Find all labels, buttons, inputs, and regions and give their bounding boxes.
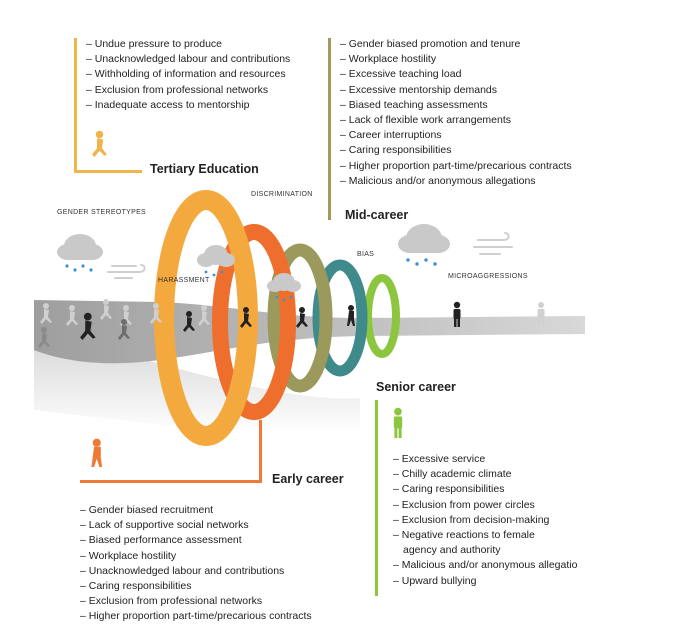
walker-icon [91, 438, 103, 467]
list-item: – Lack of flexible work arrangements [340, 114, 511, 127]
runner-icon [118, 319, 130, 340]
runner-icon [198, 305, 210, 326]
standing-person-icon [393, 407, 403, 438]
list-item: – Unacknowledged labour and contribution… [86, 53, 291, 66]
list-item: – Inadequate access to mentorship [86, 98, 250, 111]
runner-icon [80, 312, 96, 340]
list-item: – Negative reactions to female [393, 529, 535, 542]
label-discrimination: DISCRIMINATION [251, 191, 313, 198]
runner-icon [296, 307, 308, 328]
list-item: – Gender biased recruitment [80, 504, 214, 516]
pipeline-road [34, 300, 585, 364]
list-item: – Workplace hostility [340, 53, 437, 66]
standing-person-icon [453, 301, 461, 327]
list-item: – Unacknowledged labour and contribution… [80, 564, 285, 577]
ring-olive [267, 243, 333, 393]
runner-icon [183, 311, 195, 332]
list-item: – Upward bullying [393, 574, 477, 587]
tertiary-issues-list: – Undue pressure to produce – Unacknowle… [86, 37, 290, 113]
list-item: – Withholding of information and resourc… [86, 68, 286, 81]
cloud-rain-icon [398, 224, 450, 266]
list-item: – Exclusion from professional networks [80, 595, 263, 608]
list-item: – Malicious and/or anonymous allegations [340, 174, 536, 187]
list-item: – Malicious and/or anonymous allegatio [393, 559, 578, 572]
list-item: – Biased performance assessment [80, 534, 242, 547]
standing-person-icon [537, 302, 545, 326]
runner-icon [92, 130, 107, 157]
runner-group-background [40, 299, 162, 326]
list-item: – Biased teaching assessments [340, 98, 488, 111]
ring-teal [312, 259, 368, 377]
ring-green [364, 274, 400, 358]
list-item: – Excessive mentorship demands [340, 83, 497, 96]
cloud-rain-icon [197, 245, 235, 277]
label-bias: BIAS [357, 251, 375, 258]
early-career-bracket-vertical [259, 420, 262, 482]
mid-career-title: Mid-career [345, 208, 409, 222]
senior-career-title: Senior career [376, 380, 456, 394]
label-microaggressions: MICROAGGRESSIONS [448, 273, 528, 280]
mid-career-issues-list: – Gender biased promotion and tenure – W… [340, 37, 572, 189]
list-item: – Caring responsibilities [393, 483, 505, 496]
list-item: – Gender biased promotion and tenure [340, 38, 521, 50]
list-item: – Exclusion from professional networks [86, 83, 269, 96]
runner-icon [240, 307, 252, 328]
list-item: – Lack of supportive social networks [80, 519, 249, 532]
list-item: – Excessive teaching load [340, 68, 462, 81]
senior-career-bracket [375, 400, 378, 596]
early-career-title: Early career [272, 472, 344, 486]
label-gender-stereotypes: GENDER STEREOTYPES [57, 209, 147, 216]
runner-icon [38, 327, 50, 348]
senior-career-issues-list: – Excessive service – Chilly academic cl… [393, 452, 585, 589]
ring-orange [212, 224, 296, 420]
early-career-bracket-horizontal [80, 480, 262, 483]
mid-career-bracket [328, 38, 331, 220]
list-item: – Excessive service [393, 453, 486, 465]
early-career-issues-list: – Gender biased recruitment – Lack of su… [80, 503, 312, 625]
tertiary-bracket-vertical [74, 38, 77, 172]
list-item: – Career interruptions [340, 129, 442, 142]
tertiary-bracket-horizontal [74, 170, 142, 173]
list-item: agency and authority [403, 544, 501, 557]
list-item: – Workplace hostility [80, 549, 177, 562]
wind-icon [473, 232, 513, 255]
list-item: – Exclusion from power circles [393, 498, 535, 511]
list-item: – Caring responsibilities [340, 144, 452, 157]
cloud-rain-icon [57, 234, 103, 272]
list-item: – Undue pressure to produce [86, 38, 223, 50]
walker-icon [347, 305, 355, 326]
cloud-rain-icon [267, 273, 301, 302]
list-item: – Higher proportion part-time/precarious… [340, 159, 572, 172]
wind-icon [107, 264, 146, 279]
list-item: – Caring responsibilities [80, 580, 192, 593]
list-item: – Higher proportion part-time/precarious… [80, 610, 312, 623]
label-harassment: HARASSMENT [158, 277, 210, 284]
list-item: – Exclusion from decision-making [393, 513, 550, 526]
tertiary-title: Tertiary Education [150, 162, 259, 176]
list-item: – Chilly academic climate [393, 468, 512, 481]
